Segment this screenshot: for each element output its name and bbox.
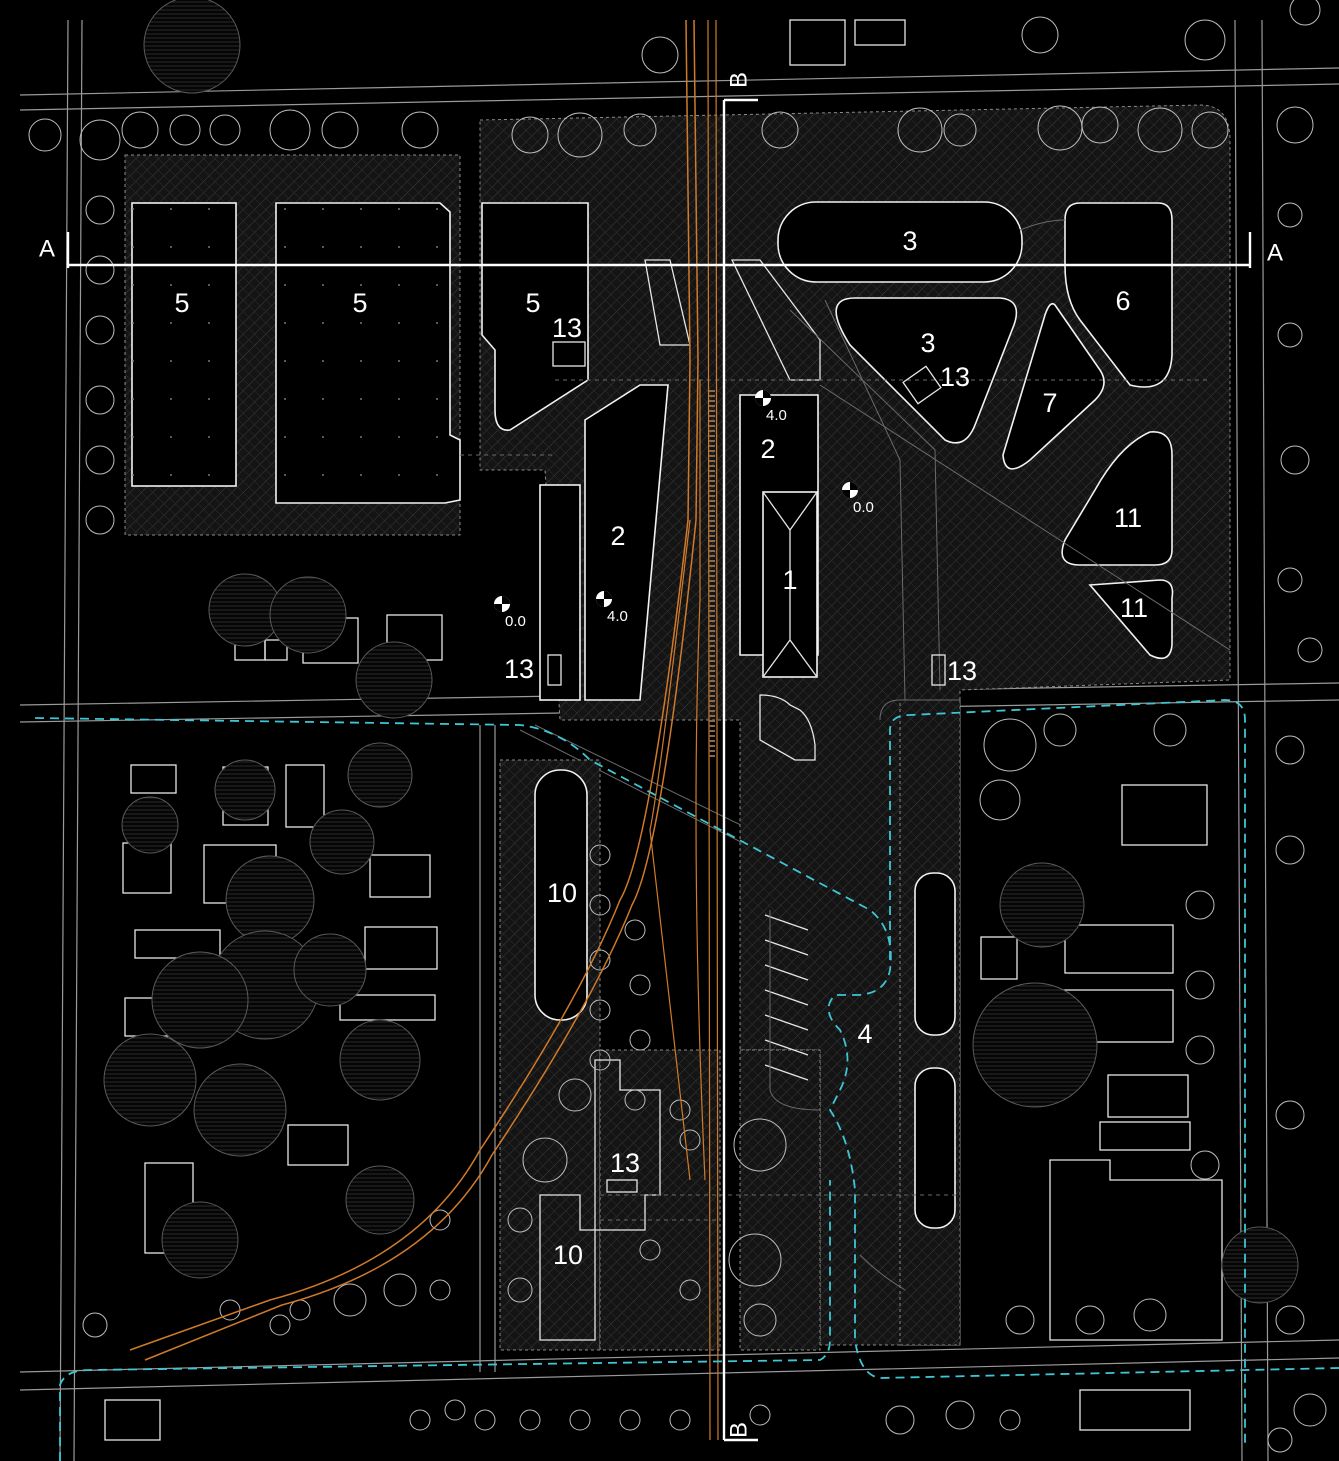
railway (129, 19, 719, 1441)
block-4-east-a (914, 872, 956, 1036)
zone-13-a: 13 (552, 313, 582, 343)
zone-5-west: 5 (174, 288, 189, 318)
zone-3-south: 3 (920, 328, 935, 358)
canopy-trees (103, 0, 1299, 1304)
zone-2-east: 2 (760, 434, 775, 464)
pavilions (547, 341, 946, 1193)
site-blocks (131, 201, 1174, 1341)
section-b-top: B (725, 72, 752, 88)
section-a-right: A (1267, 239, 1283, 266)
elev-w: 0.0 (505, 613, 526, 630)
block-5-east (481, 202, 589, 431)
elev-mid: 4.0 (607, 608, 628, 625)
elev-e: 0.0 (853, 499, 874, 516)
parking-stalls (764, 910, 821, 1111)
zone-3-north: 3 (902, 226, 917, 256)
zone-6: 6 (1115, 286, 1130, 316)
block-6 (1064, 202, 1173, 388)
internal-paths (460, 219, 1231, 1291)
elevation-labels: 4.0 0.0 0.0 4.0 (505, 407, 874, 630)
elev-ne: 4.0 (766, 407, 787, 424)
section-b-bottom: B (725, 1422, 752, 1438)
street-trees (28, 0, 1327, 1453)
zone-10-south: 10 (553, 1240, 583, 1270)
block-3-south (835, 297, 1018, 444)
block-4-east-b (914, 1067, 956, 1229)
zone-13-d: 13 (947, 656, 977, 686)
zone-labels: 1 2 2 3 3 4 5 5 5 6 7 10 10 11 11 13 13 … (174, 226, 1148, 1270)
zone-2-west: 2 (610, 521, 625, 551)
zone-10-north: 10 (547, 878, 577, 908)
elevation-symbols (494, 390, 858, 612)
block-7 (1002, 302, 1105, 470)
cycle-path (34, 699, 1339, 1461)
zone-11-south: 11 (1120, 593, 1148, 623)
zone-13-c: 13 (504, 654, 534, 684)
zone-13-b: 13 (940, 362, 970, 392)
zone-13-e: 13 (610, 1148, 640, 1178)
section-a-left: A (39, 235, 55, 262)
block-2-west-annex (539, 484, 581, 701)
zone-1: 1 (782, 565, 797, 595)
block-11-north (1061, 431, 1173, 566)
block-3-north (777, 201, 1023, 283)
section-lines (66, 98, 1252, 1442)
zone-5-mid: 5 (352, 288, 367, 318)
section-labels: A A B B (39, 72, 1283, 1438)
zone-11-north: 11 (1114, 503, 1142, 533)
zone-4: 4 (857, 1019, 872, 1049)
zone-7: 7 (1042, 388, 1057, 418)
block-2-west (584, 384, 669, 701)
zone-5-east: 5 (525, 288, 540, 318)
